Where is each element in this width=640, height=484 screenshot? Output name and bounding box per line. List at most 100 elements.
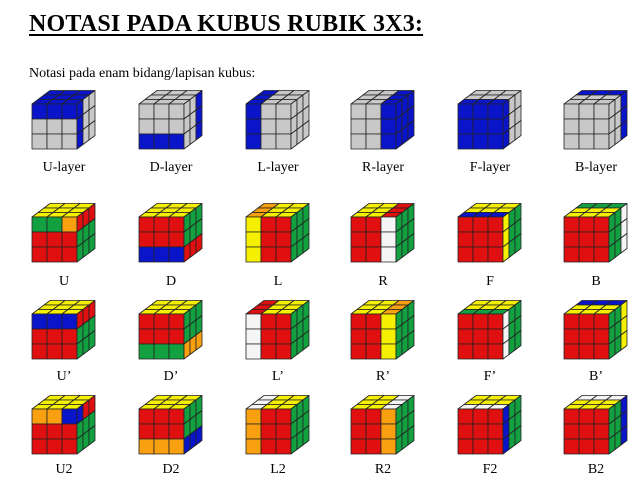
cube-front-sticker [365,216,382,233]
cube-front-sticker [275,408,292,425]
cube-front-sticker [61,423,78,440]
move-label: D2 [162,462,180,477]
cube-front-sticker [487,231,504,248]
cube-front-sticker [46,103,63,120]
cube-front-sticker [168,246,185,263]
cube-front-sticker [472,343,489,360]
cube-front-sticker [593,216,610,233]
cube-front-sticker [563,231,580,248]
cube-right-sticker [407,120,415,141]
cube-front-sticker [380,118,397,135]
cube-right-sticker [302,233,310,254]
cube-front-sticker [457,246,474,263]
cube-front-sticker [472,103,489,120]
move-label: U’ [56,369,72,384]
cube-front-sticker [153,408,170,425]
cube-front-sticker [487,118,504,135]
cube-front-sticker [46,423,63,440]
cube-front-sticker [593,133,610,150]
cube-front-sticker [153,103,170,120]
cube-front-sticker [260,423,277,440]
cube-front-sticker [593,343,610,360]
cube-front-sticker [472,118,489,135]
cube-right-sticker [407,233,415,254]
cube-front-sticker [260,103,277,120]
move-label: U-layer [42,160,86,175]
cube-front-sticker [380,313,397,330]
cube-front-sticker [593,103,610,120]
cube-front-sticker [168,343,185,360]
cube-front-sticker [275,216,292,233]
cube-front-sticker [260,246,277,263]
cube-right-sticker [88,425,96,446]
cube-front-sticker [593,231,610,248]
cube-front-sticker [578,438,595,455]
cube-front-sticker [245,343,262,360]
cube-illustration [137,203,207,269]
cube-front-sticker [275,118,292,135]
cube-front-sticker [457,328,474,345]
cube-front-sticker [563,246,580,263]
cube-front-sticker [138,103,155,120]
cube-front-sticker [31,343,48,360]
cube-front-sticker [578,231,595,248]
cube-front-sticker [245,438,262,455]
cube-front-sticker [153,231,170,248]
cube-front-sticker [472,313,489,330]
cube-right-sticker [514,233,522,254]
cube-illustration [456,395,526,461]
cube-front-sticker [61,231,78,248]
cube-right-sticker [620,233,628,254]
cube-front-sticker [350,246,367,263]
cube-illustration [562,90,632,156]
cube-illustration [244,203,314,269]
move-label: R-layer [362,160,404,175]
cube-illustration [456,300,526,366]
cube-front-sticker [472,328,489,345]
cube-front-sticker [138,216,155,233]
cube-front-sticker [350,343,367,360]
cube-front-sticker [260,408,277,425]
cube-front-sticker [563,423,580,440]
cube-front-sticker [350,118,367,135]
move-label: L-layer [257,160,299,175]
move-label: U2 [55,462,73,477]
cube-right-sticker [514,425,522,446]
move-label: L2 [270,462,286,477]
cube-front-sticker [593,313,610,330]
cube-front-sticker [31,133,48,150]
cube-front-sticker [245,118,262,135]
cube-front-sticker [245,313,262,330]
cube-front-sticker [31,118,48,135]
cube-front-sticker [168,133,185,150]
cube-front-sticker [487,216,504,233]
move-label: D [165,274,177,289]
cube-illustration [562,300,632,366]
cube-front-sticker [350,408,367,425]
cube-front-sticker [380,103,397,120]
cube-front-sticker [46,133,63,150]
cube-front-sticker [153,246,170,263]
cube-front-sticker [275,423,292,440]
cube-front-sticker [138,313,155,330]
cube-front-sticker [153,343,170,360]
move-label: R2 [374,462,392,477]
cube-illustration [137,300,207,366]
cube-front-sticker [365,246,382,263]
cube-front-sticker [46,438,63,455]
cube-front-sticker [153,216,170,233]
cube-front-sticker [168,118,185,135]
cube-front-sticker [260,231,277,248]
cube-front-sticker [350,133,367,150]
cube-front-sticker [61,133,78,150]
cube-front-sticker [380,231,397,248]
cube-front-sticker [380,343,397,360]
cube-front-sticker [578,133,595,150]
cube-front-sticker [153,438,170,455]
cube-front-sticker [153,133,170,150]
cube-front-sticker [275,246,292,263]
cube-front-sticker [61,328,78,345]
cube-front-sticker [457,103,474,120]
cube-front-sticker [563,438,580,455]
cube-front-sticker [168,216,185,233]
